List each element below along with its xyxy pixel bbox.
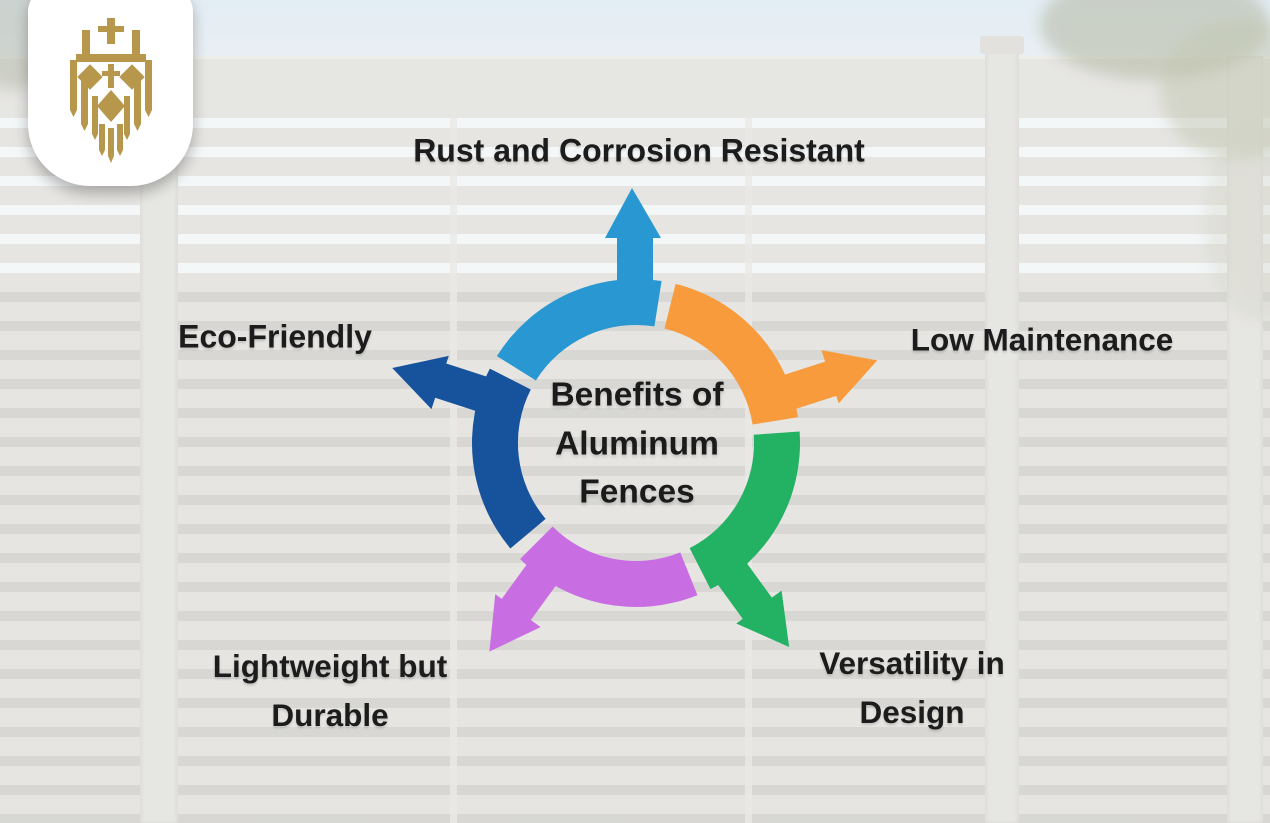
cycle-arrow-versatility bbox=[689, 431, 801, 647]
cycle-arrow-rust-corrosion bbox=[496, 188, 662, 381]
brand-logo-badge bbox=[28, 0, 193, 186]
fence-post bbox=[1227, 56, 1263, 823]
benefit-label-eco-friendly: Eco-Friendly bbox=[178, 318, 372, 355]
center-title-line1: Benefits of bbox=[550, 376, 724, 414]
fence-slats-lower bbox=[0, 292, 1270, 823]
center-title-line2: Aluminum bbox=[555, 424, 719, 462]
fence-top-rail bbox=[0, 56, 1270, 121]
cycle-arrow-low-maintenance bbox=[664, 283, 878, 425]
fence-panel-joint bbox=[450, 118, 457, 823]
fence-post bbox=[985, 40, 1019, 823]
center-title-line3: Fences bbox=[579, 473, 695, 511]
benefit-label-low-maintenance: Low Maintenance bbox=[910, 321, 1174, 358]
fence-panel-joint bbox=[745, 118, 752, 823]
cycle-arrow-eco-friendly bbox=[392, 355, 546, 549]
cycle-arrow-lightweight-durable bbox=[489, 526, 698, 652]
diagram-center-title: Benefits of Aluminum Fences bbox=[550, 371, 723, 517]
benefit-label-lightweight-durable: Lightweight but Durable bbox=[212, 648, 448, 733]
fence-post-cap bbox=[980, 36, 1024, 54]
benefit-label-versatility: Versatility in Design bbox=[819, 645, 1005, 730]
benefit-label-rust-corrosion: Rust and Corrosion Resistant bbox=[413, 132, 865, 169]
brand-logo bbox=[70, 18, 152, 163]
